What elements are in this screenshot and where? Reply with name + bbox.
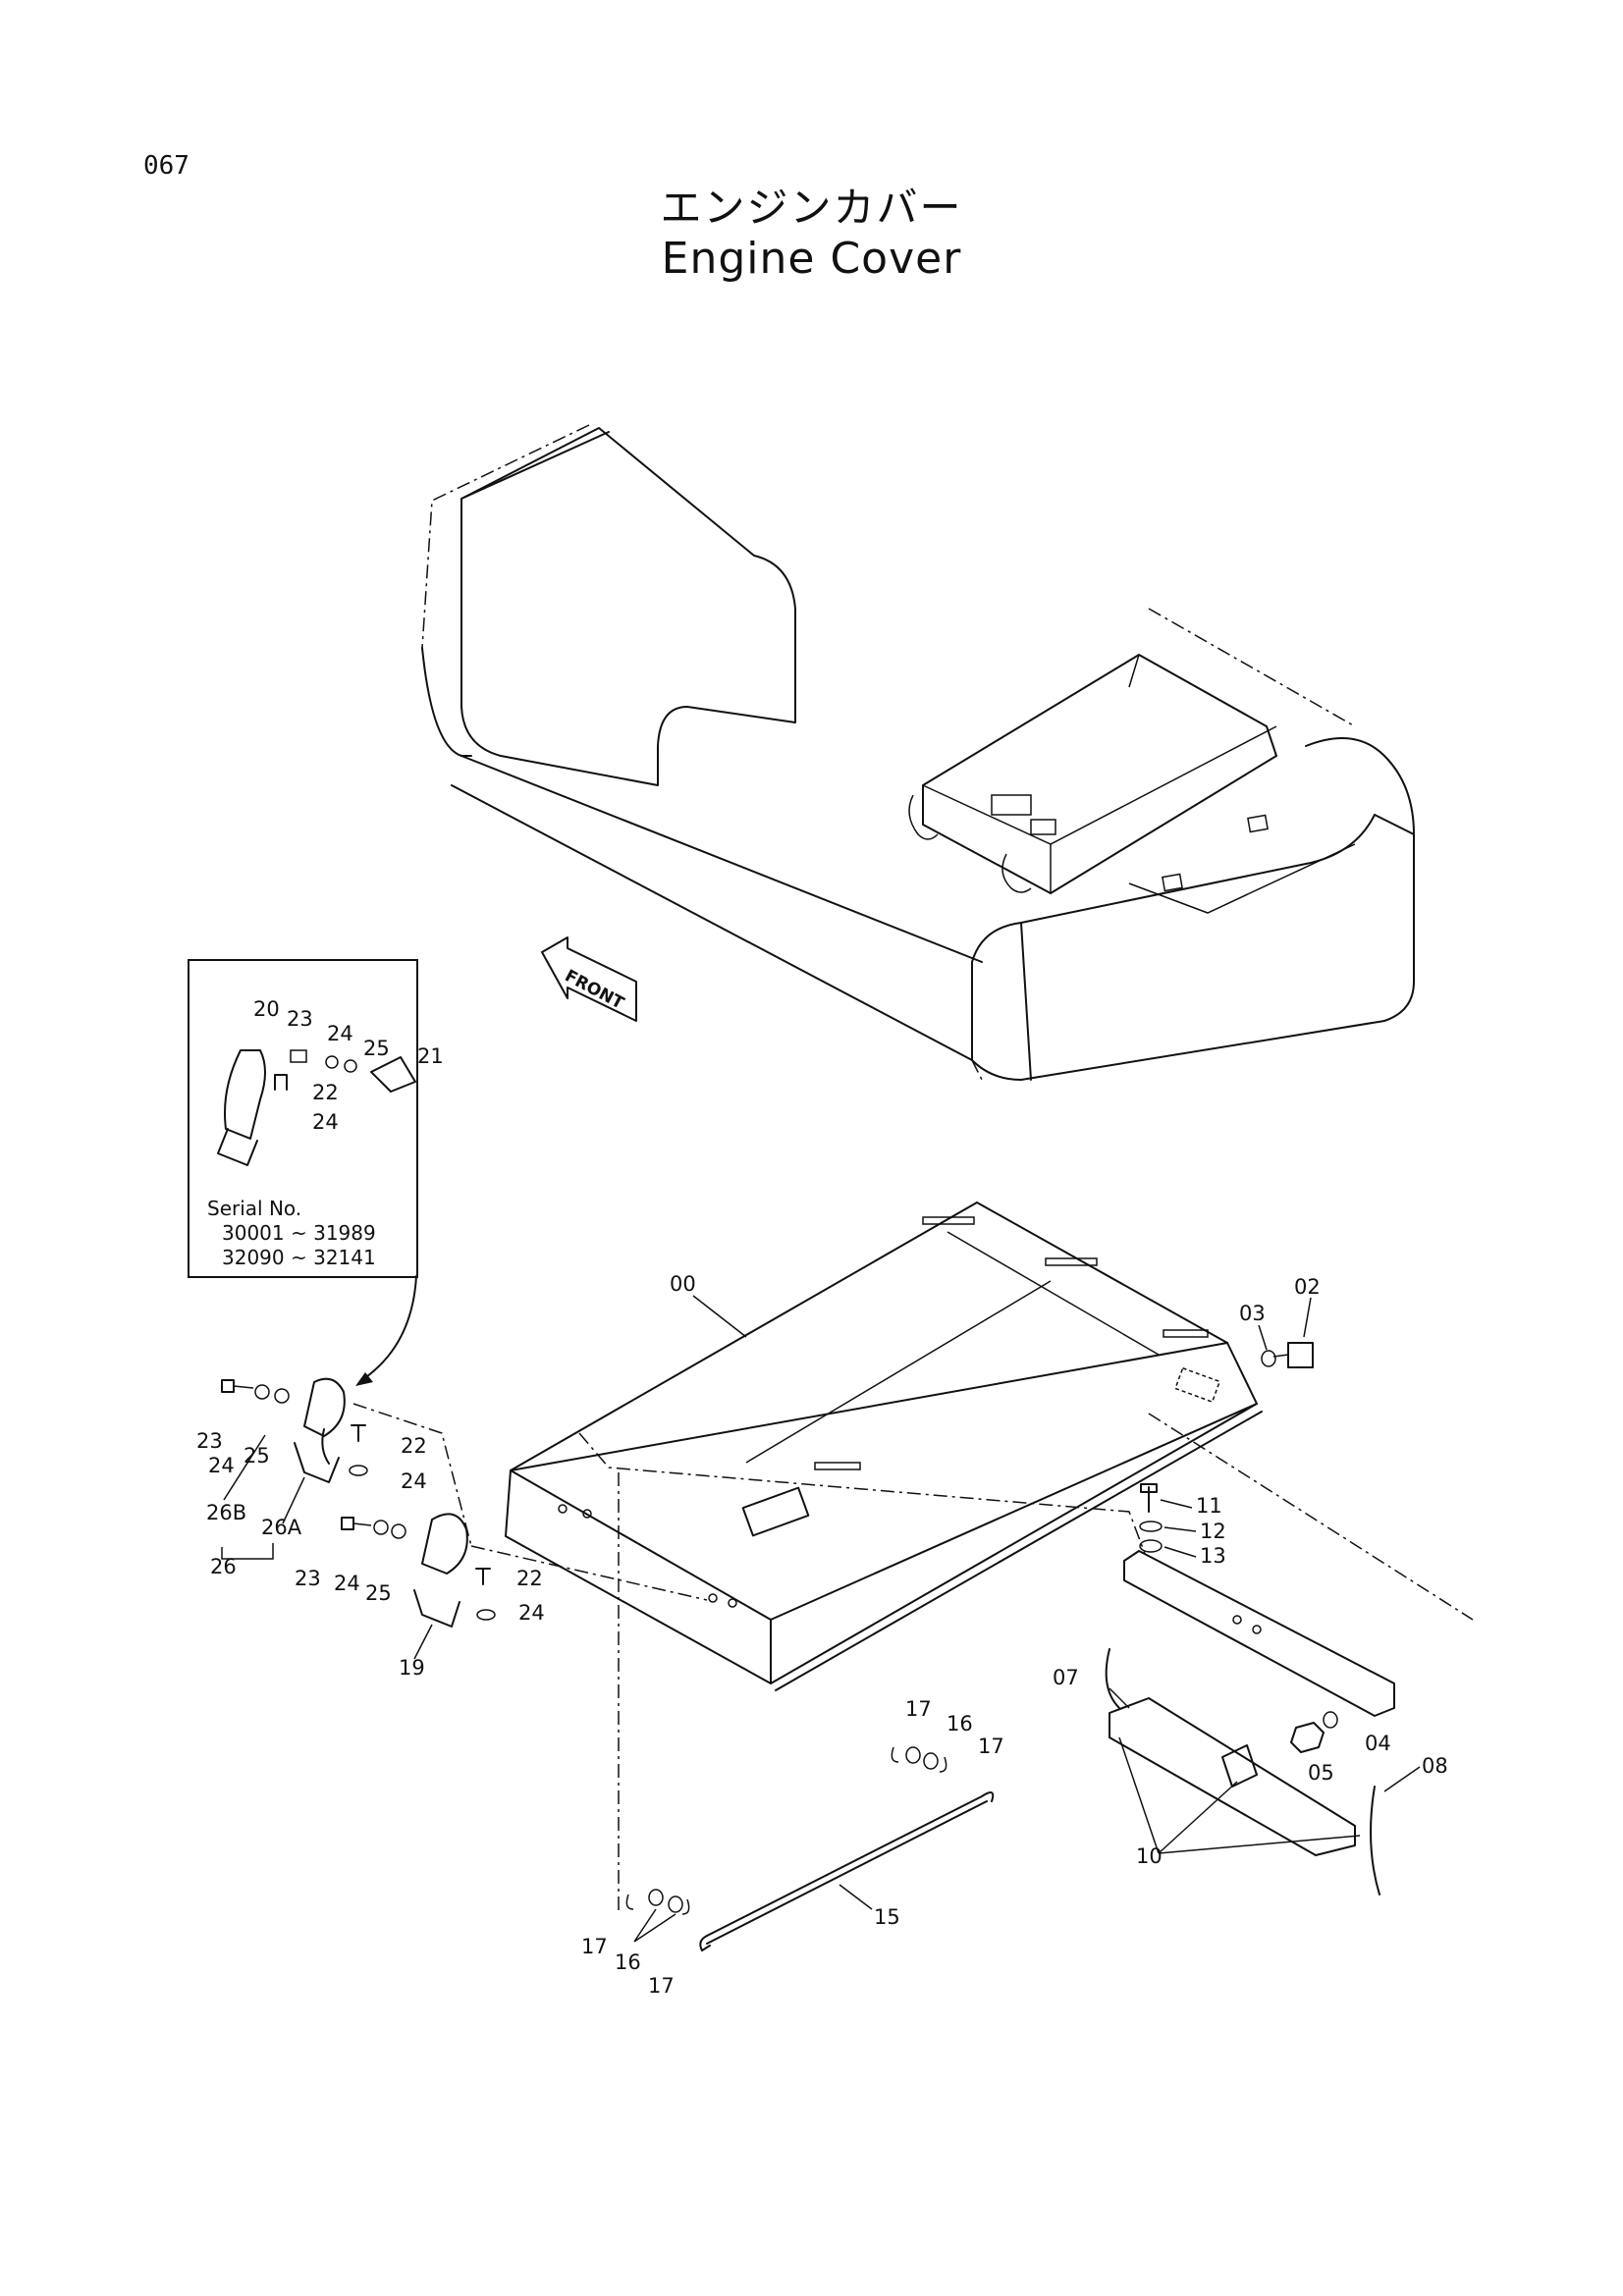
callout-17-lower-left: 17 bbox=[581, 1935, 608, 1958]
inset-callout-20: 20 bbox=[253, 997, 280, 1021]
callout-17-lower-right: 17 bbox=[648, 1974, 675, 1998]
callout-23-upper: 23 bbox=[196, 1429, 223, 1453]
callout-08: 08 bbox=[1422, 1754, 1448, 1778]
latch-assembly-upper bbox=[221, 1377, 368, 1483]
leader-line bbox=[1148, 1413, 1474, 1621]
callout-16-upper: 16 bbox=[947, 1712, 973, 1735]
inset-serial-range-1: 30001 ~ 31989 bbox=[222, 1221, 376, 1245]
callout-24-d: 24 bbox=[518, 1601, 545, 1625]
inset-callout-24b: 24 bbox=[312, 1110, 339, 1134]
callout-23-lower: 23 bbox=[295, 1567, 321, 1590]
leader-line bbox=[352, 1403, 472, 1547]
callout-03: 03 bbox=[1239, 1302, 1266, 1325]
callout-02: 02 bbox=[1294, 1275, 1321, 1299]
inset-serial-label: Serial No. bbox=[207, 1197, 301, 1220]
callout-11: 11 bbox=[1196, 1494, 1222, 1518]
machine-body-illustration bbox=[421, 424, 1415, 1081]
inset-callout-22: 22 bbox=[312, 1081, 339, 1104]
callout-22-upper: 22 bbox=[401, 1434, 427, 1458]
callout-24-a: 24 bbox=[208, 1454, 235, 1477]
inset-callout-24: 24 bbox=[327, 1022, 353, 1045]
callout-22-lower: 22 bbox=[516, 1567, 543, 1590]
callout-00: 00 bbox=[670, 1272, 696, 1296]
stay-rod-part bbox=[625, 1746, 995, 1951]
callout-26B: 26B bbox=[206, 1501, 246, 1524]
callout-leaders bbox=[221, 1295, 1421, 1943]
callout-13: 13 bbox=[1200, 1544, 1226, 1568]
callout-19: 19 bbox=[399, 1656, 425, 1680]
front-arrow-icon: FRONT bbox=[541, 936, 637, 1022]
inset-callout-23: 23 bbox=[287, 1007, 313, 1031]
latch-assembly-lower bbox=[341, 1513, 496, 1628]
inset-callout-21: 21 bbox=[417, 1044, 444, 1068]
callout-labels: 00 02 03 04 05 07 08 10 11 12 13 15 16 1… bbox=[196, 1272, 1448, 1998]
callout-07: 07 bbox=[1053, 1666, 1079, 1689]
inset-serial-range-2: 32090 ~ 32141 bbox=[222, 1246, 376, 1269]
bracket-parts bbox=[1105, 1342, 1395, 1896]
callout-15: 15 bbox=[874, 1905, 900, 1929]
callout-24-c: 24 bbox=[334, 1572, 360, 1595]
callout-17-upper-left: 17 bbox=[905, 1697, 932, 1721]
callout-05: 05 bbox=[1308, 1761, 1334, 1785]
callout-26A: 26A bbox=[261, 1516, 302, 1539]
inset-callout-25: 25 bbox=[363, 1037, 390, 1060]
callout-17-upper-right: 17 bbox=[978, 1735, 1004, 1758]
callout-16-lower: 16 bbox=[615, 1950, 641, 1974]
title-english: Engine Cover bbox=[661, 234, 962, 284]
inset-box: Serial No. 30001 ~ 31989 32090 ~ 32141 2… bbox=[188, 959, 444, 1278]
callout-25-lower: 25 bbox=[365, 1581, 392, 1605]
callout-10: 10 bbox=[1136, 1844, 1163, 1868]
arrowhead-icon bbox=[355, 1372, 373, 1386]
title-japanese: エンジンカバー bbox=[660, 184, 963, 232]
inset-pointer-arrow bbox=[362, 1275, 417, 1380]
engine-cover-part bbox=[505, 1201, 1263, 1691]
callout-12: 12 bbox=[1200, 1520, 1226, 1543]
callout-04: 04 bbox=[1365, 1732, 1391, 1755]
page-number: 067 bbox=[143, 151, 189, 181]
callout-24-b: 24 bbox=[401, 1469, 427, 1493]
